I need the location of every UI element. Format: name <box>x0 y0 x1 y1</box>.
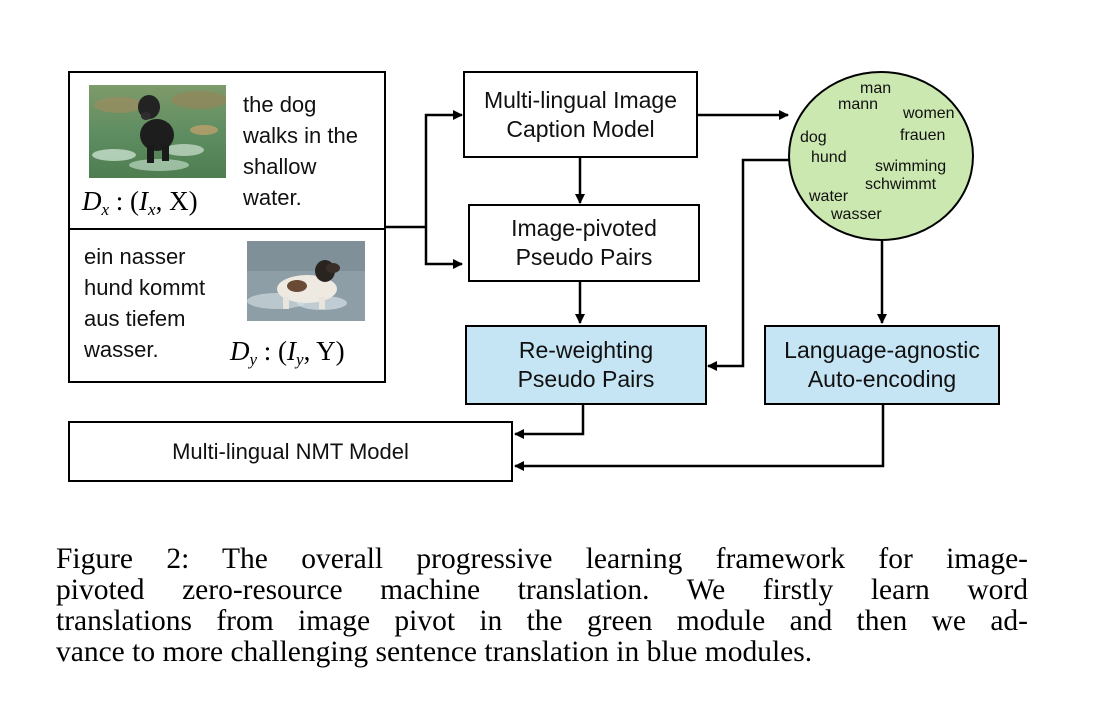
autoencoding-label: Auto-encoding <box>807 366 957 392</box>
nmt-model-label: Multi-lingual NMT Model <box>172 439 409 464</box>
dy-colon: : ( <box>263 336 288 366</box>
panel-divider <box>70 228 384 230</box>
reweighting-label: Re-weighting <box>518 337 654 363</box>
dog-photo-german <box>247 241 365 321</box>
reweighting-label: Pseudo Pairs <box>517 366 655 392</box>
arrow-to-pseudo-pairs <box>424 227 463 269</box>
pseudo-pairs-label: Image-pivoted <box>511 215 657 241</box>
word-hund: hund <box>811 149 847 166</box>
dx-symbol: D <box>82 186 102 216</box>
dy-dataset-label: Dy : (Iy, Y) <box>230 336 345 370</box>
word-translation-circle <box>788 71 974 241</box>
dy-subscript: y <box>249 350 258 369</box>
caption-line: vance to more challenging sentence trans… <box>56 636 813 668</box>
caption-line: translations from image pivot in the gre… <box>56 605 1028 637</box>
pseudo-pairs-box: Image-pivoted Pseudo Pairs <box>468 204 700 282</box>
dy-symbol: D <box>230 336 250 366</box>
word-women: women <box>903 105 955 122</box>
dx-dataset-label: Dx : (Ix, X) <box>82 186 198 220</box>
english-caption-line: the dog <box>243 92 317 117</box>
word-swimming: swimming <box>875 158 947 175</box>
english-caption-line: walks in the <box>243 123 358 148</box>
dy-image-subscript: y <box>296 350 304 369</box>
word-man: man <box>860 80 892 97</box>
arrow-circle-to-reweighting <box>707 158 790 371</box>
english-caption-line: shallow <box>243 154 317 179</box>
dog-photo-english <box>89 85 226 178</box>
dy-image-symbol: I <box>287 336 297 366</box>
caption-line: pivoted zero-resource machine translatio… <box>56 574 1028 606</box>
nmt-model-box: Multi-lingual NMT Model <box>68 421 513 482</box>
pseudo-pairs-label: Pseudo Pairs <box>515 244 653 270</box>
german-caption-line: hund kommt <box>84 275 206 300</box>
word-mann: mann <box>838 96 879 113</box>
word-frauen: frauen <box>900 127 946 144</box>
word-schwimmt: schwimmt <box>865 176 937 193</box>
dataset-panel <box>68 71 386 383</box>
german-caption-line: aus tiefem <box>84 306 186 331</box>
caption-model-label: Multi-lingual Image <box>483 86 678 113</box>
reweighting-box: Re-weighting Pseudo Pairs <box>465 325 707 405</box>
word-water: water <box>809 188 849 205</box>
arrow-autoencoding-to-nmt <box>514 404 885 471</box>
german-caption-line: wasser. <box>84 337 159 362</box>
dx-image-symbol: I <box>139 186 149 216</box>
dy-tail: , Y) <box>303 336 345 366</box>
dx-image-subscript: x <box>148 200 156 219</box>
caption-model-box: Multi-lingual Image Caption Model <box>463 71 698 158</box>
arrow-to-caption-model <box>424 110 463 227</box>
dx-tail: , X) <box>155 186 198 216</box>
figure-caption: Figure 2: The overall progressive learni… <box>56 544 1028 668</box>
dx-subscript: x <box>101 200 110 219</box>
caption-model-label: Caption Model <box>506 115 655 142</box>
autoencoding-box: Language-agnostic Auto-encoding <box>764 325 1000 405</box>
english-caption-line: water. <box>243 185 302 210</box>
dx-colon: : ( <box>115 186 140 216</box>
word-dog: dog <box>800 129 827 146</box>
caption-line: Figure 2: The overall progressive learni… <box>56 543 1028 575</box>
arrow-reweighting-to-nmt <box>514 404 585 439</box>
german-caption: ein nasser hund kommt aus tiefem wasser. <box>84 241 205 365</box>
german-caption-line: ein nasser <box>84 244 186 269</box>
word-wasser: wasser <box>831 206 882 223</box>
english-caption: the dog walks in the shallow water. <box>243 89 358 213</box>
autoencoding-label: Language-agnostic <box>784 337 980 363</box>
